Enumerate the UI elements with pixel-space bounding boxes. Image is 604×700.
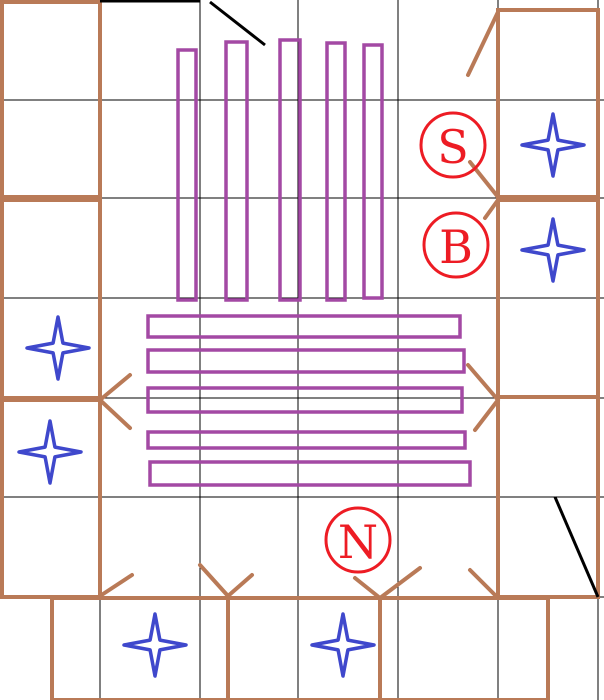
marker-s: S bbox=[419, 111, 487, 179]
room-top-left bbox=[0, 0, 102, 199]
vertical-bar bbox=[224, 40, 249, 302]
horizontal-bar bbox=[146, 348, 466, 374]
horizontal-bar bbox=[146, 430, 467, 450]
marker-circle bbox=[324, 506, 392, 574]
vertical-bars bbox=[176, 38, 384, 302]
vertical-bar bbox=[176, 48, 198, 302]
horizontal-bars bbox=[146, 314, 472, 487]
marker-label: B bbox=[439, 220, 473, 274]
star-icon bbox=[17, 419, 83, 485]
horizontal-bar bbox=[148, 460, 472, 487]
marker-n: N bbox=[324, 506, 392, 574]
vertical-bar bbox=[325, 41, 347, 302]
room-top-right bbox=[496, 8, 600, 199]
stars bbox=[17, 112, 586, 678]
marker-label: N bbox=[338, 515, 378, 569]
horizontal-bar bbox=[146, 314, 462, 339]
vertical-bar bbox=[362, 43, 384, 300]
marker-circle bbox=[422, 211, 490, 279]
black-lines bbox=[100, 0, 600, 598]
room-left-middle bbox=[0, 198, 102, 400]
marker-b: B bbox=[422, 211, 490, 279]
horizontal-bar bbox=[146, 386, 464, 414]
marker-label: S bbox=[437, 120, 469, 174]
room-bottom-right bbox=[378, 596, 550, 700]
star-icon bbox=[25, 315, 91, 381]
marker-circle bbox=[419, 111, 487, 179]
star-icon bbox=[520, 112, 586, 178]
star-icon bbox=[310, 612, 376, 678]
star-icon bbox=[520, 217, 586, 283]
vertical-bar bbox=[278, 38, 302, 302]
star-icon bbox=[122, 612, 188, 678]
